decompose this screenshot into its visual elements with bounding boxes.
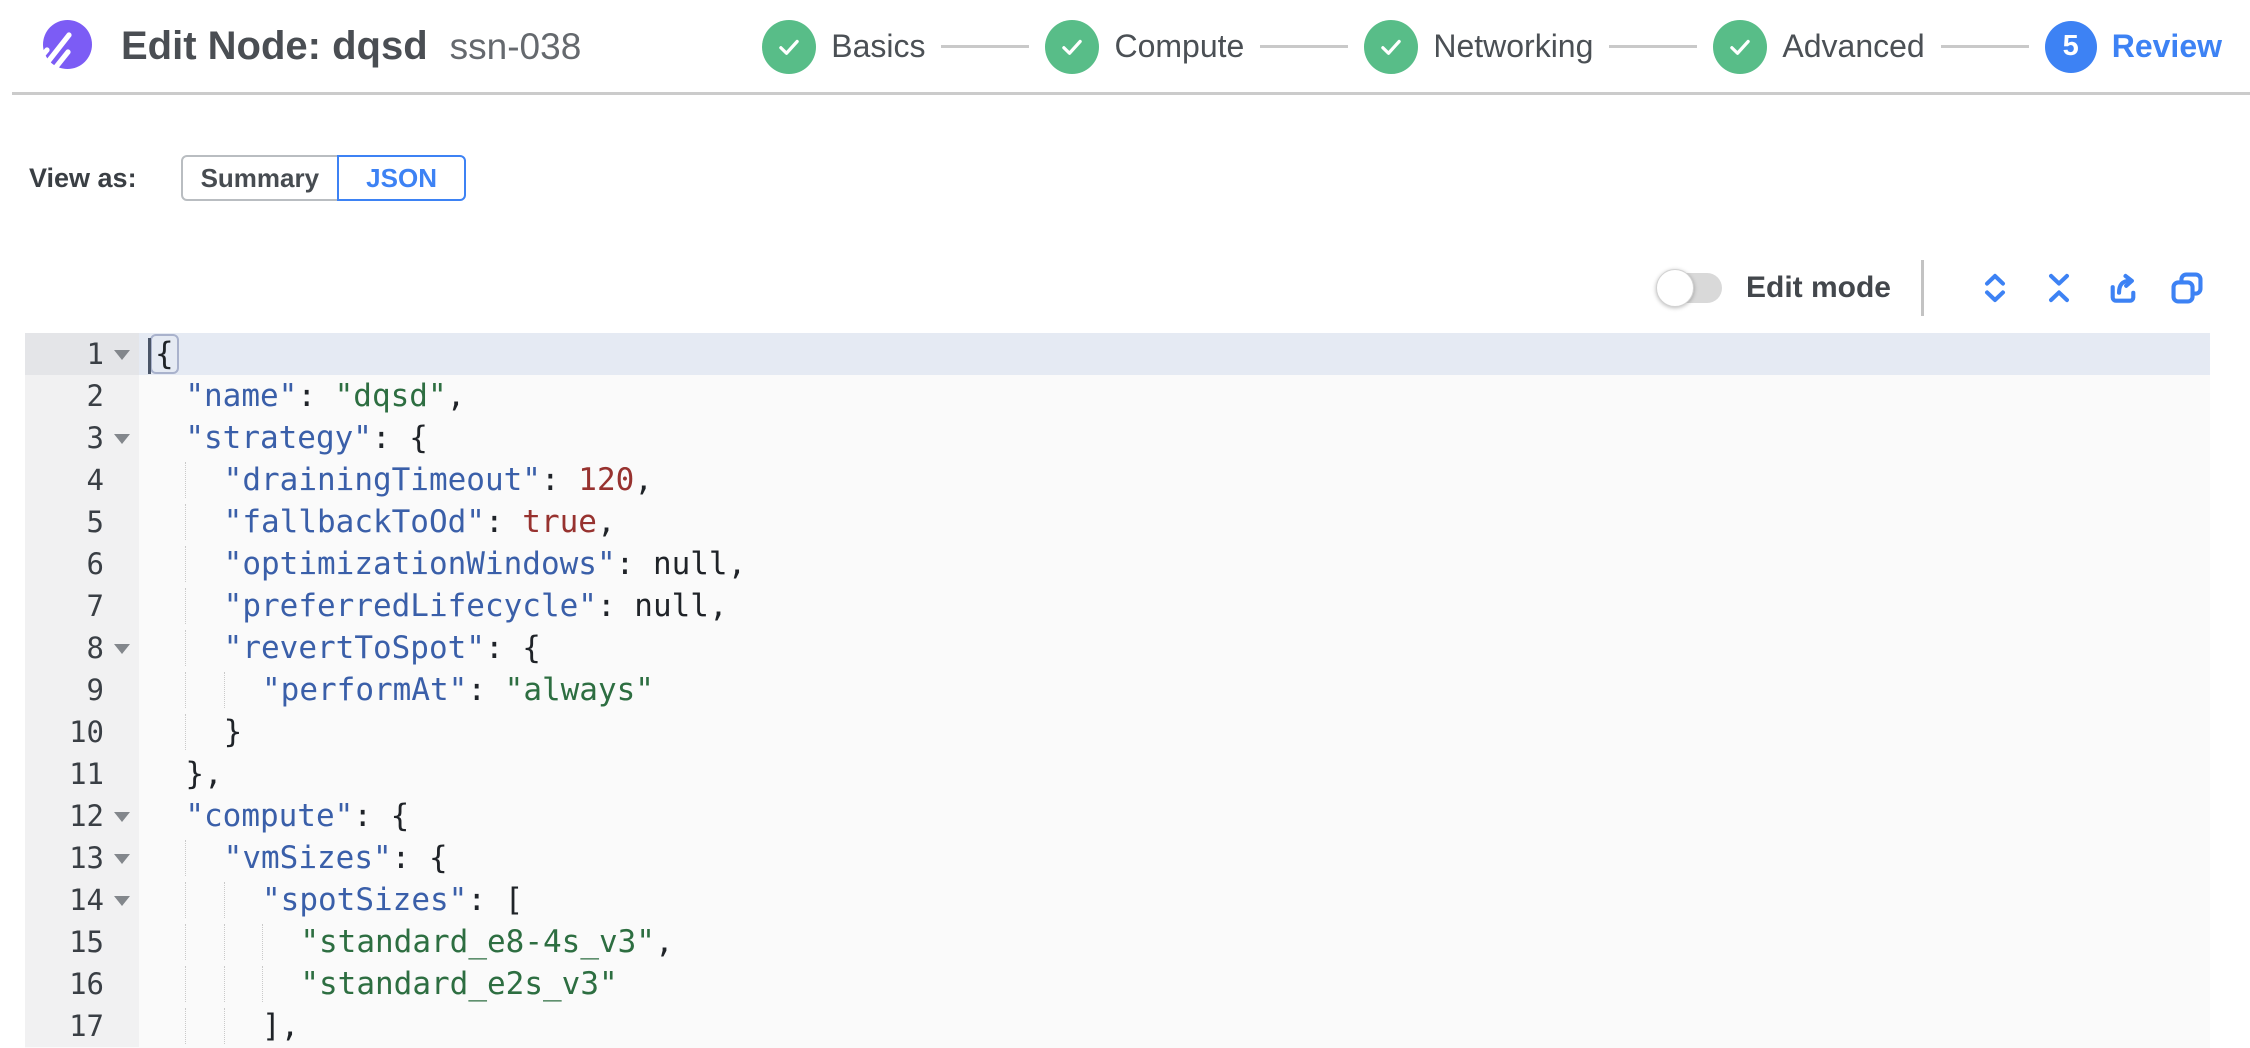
node-id: ssn-038 xyxy=(449,25,582,67)
code-line[interactable]: 12 "compute": { xyxy=(25,795,2210,837)
code-content[interactable]: "drainingTimeout": 120, xyxy=(139,459,2210,501)
code-line[interactable]: 4 "drainingTimeout": 120, xyxy=(25,459,2210,501)
step-connector xyxy=(1940,45,2029,48)
code-content[interactable]: { xyxy=(139,333,2210,375)
json-toolbar: Edit mode xyxy=(1655,255,2206,321)
step-label: Compute xyxy=(1114,28,1245,64)
line-number: 7 xyxy=(25,585,139,627)
code-line[interactable]: 16 "standard_e2s_v3" xyxy=(25,963,2210,1005)
line-number: 8 xyxy=(25,627,139,669)
code-content[interactable]: "optimizationWindows": null, xyxy=(139,543,2210,585)
toggle-knob[interactable] xyxy=(1655,269,1694,307)
wizard-header: Edit Node: dqsd ssn-038 Basics Compute Net… xyxy=(0,0,2250,95)
view-as-switcher: Summary JSON xyxy=(180,155,467,201)
export-icon[interactable] xyxy=(2104,269,2142,307)
json-tab[interactable]: JSON xyxy=(337,155,467,201)
view-as-row: View as: Summary JSON xyxy=(29,155,467,201)
step-item-networking[interactable]: Networking xyxy=(1364,19,1594,74)
code-content[interactable]: "spotSizes": [ xyxy=(139,879,2210,921)
view-as-label: View as: xyxy=(29,162,137,193)
fold-toggle-icon[interactable] xyxy=(114,854,130,864)
step-item-basics[interactable]: Basics xyxy=(762,19,926,74)
step-label: Basics xyxy=(831,28,926,64)
check-icon[interactable] xyxy=(762,19,817,74)
fold-toggle-icon[interactable] xyxy=(114,350,130,360)
line-number: 6 xyxy=(25,543,139,585)
code-content[interactable]: "vmSizes": { xyxy=(139,837,2210,879)
expand-all-icon[interactable] xyxy=(1976,269,2014,307)
wizard-stepper: Basics Compute Networking Advanced 5 Review xyxy=(762,19,2250,74)
line-number: 1 xyxy=(25,333,139,375)
code-content[interactable]: "standard_e2s_v3" xyxy=(139,963,2210,1005)
fold-toggle-icon[interactable] xyxy=(114,644,130,654)
line-number: 16 xyxy=(25,963,139,1005)
code-content[interactable]: "compute": { xyxy=(185,798,410,834)
step-item-review[interactable]: 5 Review xyxy=(2044,20,2222,73)
step-label: Review xyxy=(2111,28,2222,64)
code-content[interactable]: } xyxy=(139,711,2210,753)
copy-icon[interactable] xyxy=(2168,269,2206,307)
line-number: 12 xyxy=(25,795,139,837)
code-content[interactable]: ], xyxy=(139,1005,2210,1047)
matched-bracket: { xyxy=(150,334,179,374)
edit-mode-toggle[interactable] xyxy=(1655,269,1722,307)
code-line[interactable]: 10 } xyxy=(25,711,2210,753)
line-number: 2 xyxy=(25,375,139,417)
step-item-compute[interactable]: Compute xyxy=(1045,19,1245,74)
code-content[interactable]: }, xyxy=(148,756,223,792)
line-number: 4 xyxy=(25,459,139,501)
line-number: 3 xyxy=(25,417,139,459)
line-number: 10 xyxy=(25,711,139,753)
line-number: 14 xyxy=(25,879,139,921)
code-content[interactable]: "performAt": "always" xyxy=(139,669,2210,711)
code-line[interactable]: 5 "fallbackToOd": true, xyxy=(25,501,2210,543)
collapse-all-icon[interactable] xyxy=(2040,269,2078,307)
page-title: Edit Node: dqsd xyxy=(121,24,428,68)
step-connector xyxy=(1609,45,1698,48)
step-number-badge[interactable]: 5 xyxy=(2044,20,2097,73)
code-content[interactable]: "standard_e8-4s_v3", xyxy=(139,921,2210,963)
code-content[interactable]: "preferredLifecycle": null, xyxy=(139,585,2210,627)
code-line[interactable]: 6 "optimizationWindows": null, xyxy=(25,543,2210,585)
step-label: Advanced xyxy=(1782,28,1925,64)
check-icon[interactable] xyxy=(1713,19,1768,74)
code-line[interactable]: 1{ xyxy=(25,333,2210,375)
code-line[interactable]: 9 "performAt": "always" xyxy=(25,669,2210,711)
code-line[interactable]: 3 "strategy": { xyxy=(25,417,2210,459)
text-cursor xyxy=(148,337,151,374)
code-content[interactable]: "fallbackToOd": true, xyxy=(139,501,2210,543)
check-icon[interactable] xyxy=(1364,19,1419,74)
code-line[interactable]: 15 "standard_e8-4s_v3", xyxy=(25,921,2210,963)
edit-mode-label: Edit mode xyxy=(1745,271,1891,304)
line-number: 11 xyxy=(25,753,139,795)
code-line[interactable]: 7 "preferredLifecycle": null, xyxy=(25,585,2210,627)
line-number: 17 xyxy=(25,1005,139,1047)
fold-toggle-icon[interactable] xyxy=(114,896,130,906)
code-line[interactable]: 13 "vmSizes": { xyxy=(25,837,2210,879)
check-icon[interactable] xyxy=(1045,19,1100,74)
json-editor[interactable]: 1{2 "name": "dqsd",3 "strategy": {4 "dra… xyxy=(25,333,2210,1048)
line-number: 13 xyxy=(25,837,139,879)
step-connector xyxy=(1260,45,1349,48)
summary-tab[interactable]: Summary xyxy=(180,155,340,201)
spot-logo-icon xyxy=(39,20,92,70)
code-content[interactable]: "revertToSpot": { xyxy=(139,627,2210,669)
fold-toggle-icon[interactable] xyxy=(114,434,130,444)
step-item-advanced[interactable]: Advanced xyxy=(1713,19,1925,74)
step-connector xyxy=(941,45,1030,48)
header-title-group: Edit Node: dqsd ssn-038 xyxy=(0,20,762,73)
code-line[interactable]: 17 ], xyxy=(25,1005,2210,1047)
code-line[interactable]: 11 }, xyxy=(25,753,2210,795)
toolbar-divider xyxy=(1921,260,1924,316)
code-line[interactable]: 14 "spotSizes": [ xyxy=(25,879,2210,921)
code-line[interactable]: 2 "name": "dqsd", xyxy=(25,375,2210,417)
line-number: 15 xyxy=(25,921,139,963)
step-label: Networking xyxy=(1433,28,1594,64)
code-content[interactable]: "name": "dqsd", xyxy=(185,378,466,414)
line-number: 5 xyxy=(25,501,139,543)
fold-toggle-icon[interactable] xyxy=(114,812,130,822)
code-content[interactable]: "strategy": { xyxy=(185,420,428,456)
code-line[interactable]: 8 "revertToSpot": { xyxy=(25,627,2210,669)
line-number: 9 xyxy=(25,669,139,711)
